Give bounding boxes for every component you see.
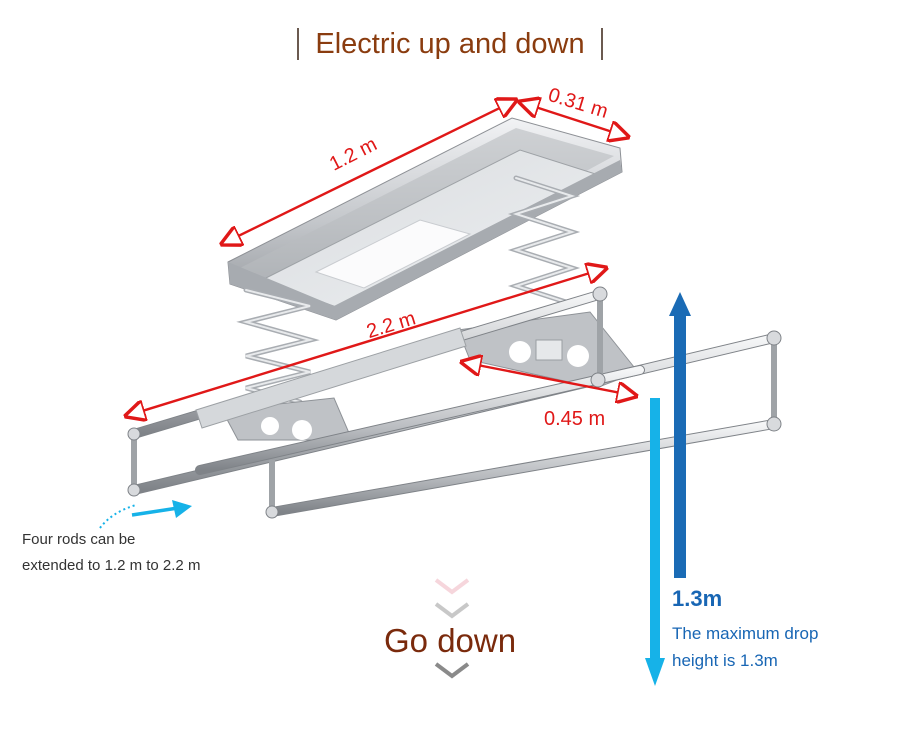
title-divider-right (600, 28, 603, 60)
chevron-down-dark-icon (434, 662, 470, 679)
title-container: Electric up and down (0, 24, 900, 64)
dimension-line-rod-spacing (462, 362, 636, 396)
drop-height-description: The maximum drop height is 1.3m (672, 620, 818, 674)
up-arrow-icon (669, 292, 691, 578)
ceiling-cabinet (227, 117, 623, 321)
down-arrow-icon (645, 398, 665, 686)
rods-note-line2: extended to 1.2 m to 2.2 m (22, 557, 201, 574)
dimension-lines (126, 100, 636, 416)
dimension-line-rod-length (126, 268, 606, 416)
page-title: Electric up and down (297, 24, 603, 64)
chevron-down-light-icon (434, 578, 470, 595)
page-title-text: Electric up and down (315, 28, 585, 60)
extension-arrow (99, 500, 192, 529)
chevron-down-mid-icon (434, 602, 470, 619)
label-rod-spacing: 0.45 m (544, 408, 606, 430)
dimension-line-cabinet-width (520, 102, 628, 137)
drop-height-value: 1.3m (672, 586, 723, 611)
title-divider-left (297, 28, 300, 60)
dimension-line-cabinet-length (222, 100, 516, 244)
drop-height-line2: height is 1.3m (672, 651, 778, 670)
rods-note-line1: Four rods can be (22, 531, 136, 548)
go-down-label: Go down (384, 622, 517, 659)
rods-extension-note: Four rods can be extended to 1.2 m to 2.… (22, 527, 200, 579)
drop-height-line1: The maximum drop (672, 624, 819, 643)
